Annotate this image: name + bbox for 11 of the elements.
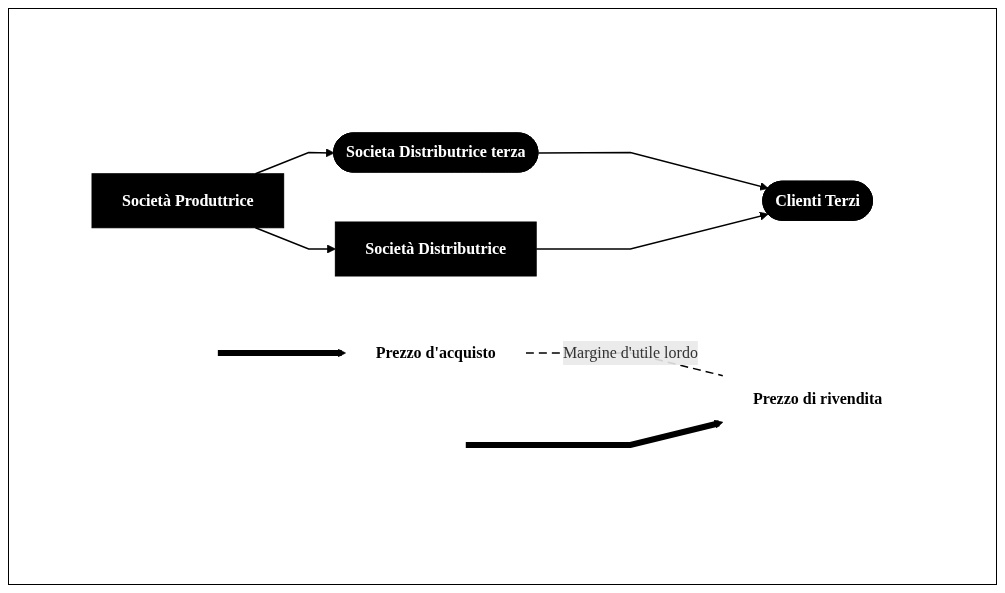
node-text: Prezzo d'acquisto bbox=[376, 343, 497, 361]
arrow bbox=[255, 227, 337, 254]
edge-label: Margine d'utile lordo bbox=[563, 343, 699, 361]
arrow bbox=[537, 151, 769, 191]
node-text: Prezzo di rivendita bbox=[753, 389, 883, 407]
node-box: Società Distributrice bbox=[335, 221, 538, 277]
arrow bbox=[255, 148, 335, 175]
arrow bbox=[535, 211, 769, 250]
arrow bbox=[466, 419, 724, 448]
node-box: Società Produttrice bbox=[91, 173, 285, 229]
arrow bbox=[218, 348, 347, 358]
